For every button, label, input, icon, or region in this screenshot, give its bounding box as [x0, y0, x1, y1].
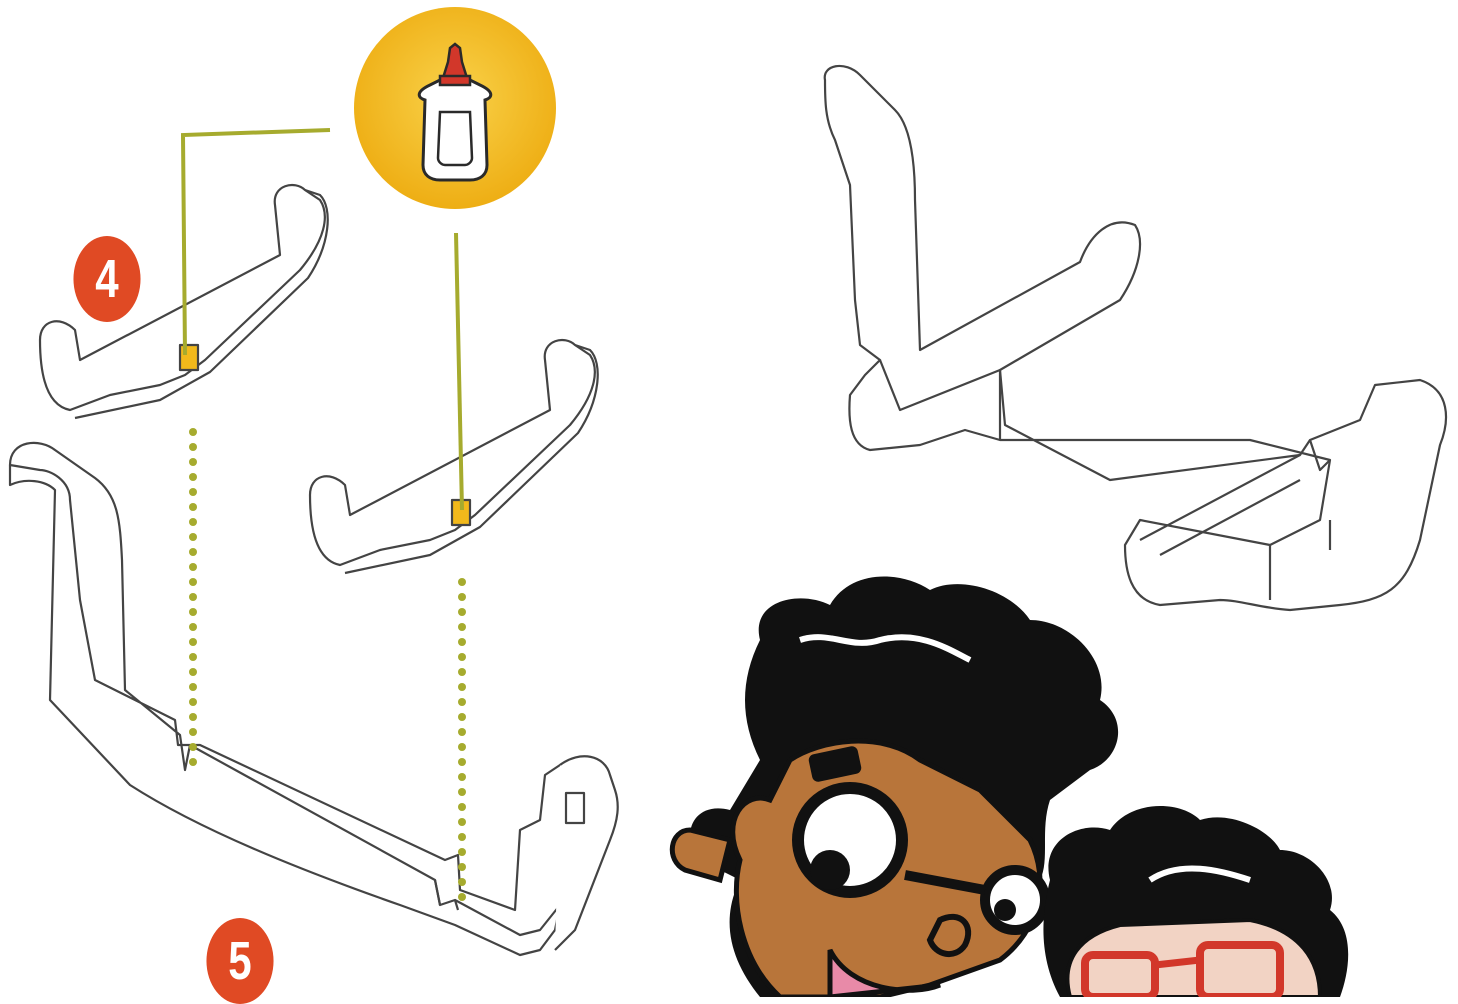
- cartoon-girl: [1043, 806, 1348, 997]
- step-5-badge: 5: [206, 918, 273, 1004]
- assembled-model: [825, 66, 1446, 610]
- cross-piece-lower: [310, 340, 598, 573]
- step-4-badge: 4: [73, 236, 140, 322]
- glue-badge: [354, 7, 556, 209]
